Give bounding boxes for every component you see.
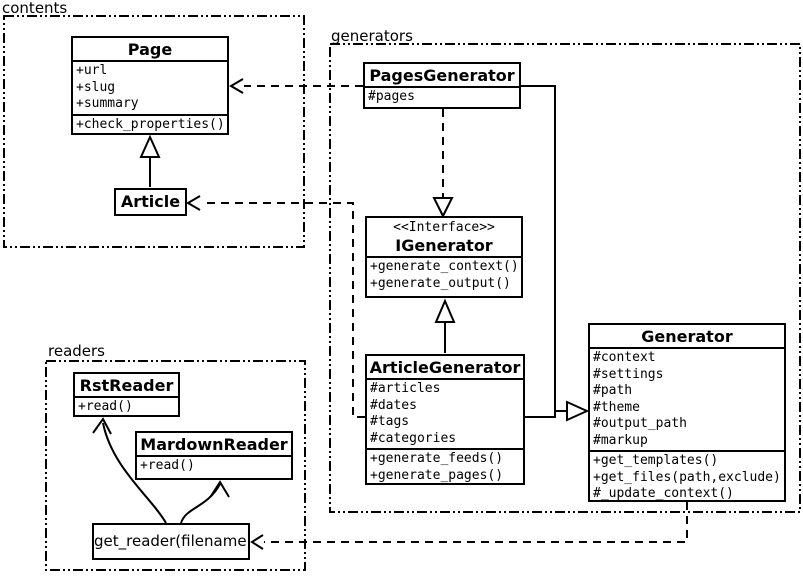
class-title-mardownreader: MardownReader — [137, 433, 291, 457]
method: +read() — [78, 399, 133, 414]
class-attributes-generator: #context #settings #path #theme #output_… — [590, 349, 784, 450]
attribute: #dates — [370, 397, 417, 413]
open-arrowhead-icon — [186, 195, 201, 211]
attribute: #markup — [593, 432, 648, 448]
inheritance-triangle-icon — [434, 298, 456, 323]
class-title-pagesgenerator: PagesGenerator — [365, 64, 519, 88]
attribute: #articles — [370, 381, 441, 396]
attribute: #categories — [370, 430, 457, 446]
inheritance-triangle-icon — [139, 134, 161, 158]
attribute: +slug — [76, 79, 116, 95]
class-page: Page +url +slug +summary +check_properti… — [71, 36, 229, 135]
package-label-generators: generators — [331, 27, 413, 45]
open-arrowhead-icon — [210, 480, 230, 498]
class-rstreader: RstReader +read() — [73, 372, 180, 417]
attribute: #pages — [368, 89, 415, 104]
attribute: #output_path — [593, 416, 687, 431]
call-arrow-getreader-to-mardownreader — [180, 483, 221, 524]
attribute: #theme — [593, 399, 640, 415]
function-label-get-reader: get_reader(filename) — [94, 532, 250, 550]
class-title-rstreader: RstReader — [75, 374, 178, 398]
class-title-article: Article — [120, 192, 181, 211]
method: +get_templates() — [593, 453, 719, 468]
class-methods-rstreader: +read() — [75, 398, 178, 415]
class-methods-page: +check_properties() — [73, 113, 227, 134]
open-arrowhead-icon — [92, 417, 112, 435]
class-pagesgenerator: PagesGenerator #pages — [363, 62, 521, 109]
class-attributes-articlegenerator: #articles #dates #tags #categories — [367, 380, 523, 448]
method: +generate_context() — [370, 259, 519, 274]
package-label-readers: readers — [48, 342, 105, 360]
class-header-igenerator: <<Interface>> IGenerator — [367, 218, 521, 258]
method: +generate_feeds() — [370, 451, 504, 466]
realization-triangle-icon — [432, 197, 454, 219]
method: +generate_pages() — [370, 467, 504, 483]
class-methods-articlegenerator: +generate_feeds() +generate_pages() — [367, 448, 523, 483]
class-title-articlegenerator: ArticleGenerator — [367, 356, 523, 380]
class-title-generator: Generator — [590, 325, 784, 349]
dependency-line-articlegenerator-to-article — [201, 202, 365, 418]
attribute: #tags — [370, 414, 410, 429]
package-label-contents: contents — [2, 0, 68, 17]
class-articlegenerator: ArticleGenerator #articles #dates #tags … — [365, 354, 525, 485]
class-stereotype: <<Interface>> — [393, 220, 495, 235]
inheritance-triangle-icon — [566, 400, 590, 422]
class-attributes-pagesgenerator: #pages — [365, 88, 519, 107]
class-methods-generator: +get_templates() +get_files(path,exclude… — [590, 450, 784, 501]
method: +check_properties() — [76, 116, 225, 132]
class-mardownreader: MardownReader +read() — [135, 431, 293, 480]
class-methods-mardownreader: +read() — [137, 457, 291, 476]
inheritance-line-articlegenerator-to-generator — [525, 411, 556, 418]
attribute: +summary — [76, 96, 139, 111]
class-title-page: Page — [73, 38, 227, 62]
method: +get_files(path,exclude) — [593, 469, 781, 485]
attribute: #path — [593, 383, 633, 398]
open-arrowhead-icon — [250, 534, 264, 550]
class-article: Article — [114, 188, 187, 216]
open-arrowhead-icon — [229, 78, 244, 94]
attribute: +url — [76, 63, 108, 78]
class-methods-igenerator: +generate_context() +generate_output() — [367, 258, 521, 293]
method: +read() — [140, 458, 195, 473]
function-box-get-reader: get_reader(filename) — [92, 523, 250, 560]
method: #_update_context() — [593, 486, 734, 501]
class-generator: Generator #context #settings #path #them… — [588, 323, 786, 502]
dependency-line-generator-to-getreader — [264, 502, 688, 543]
class-title-igenerator: IGenerator — [395, 236, 493, 255]
method: +generate_output() — [370, 275, 511, 291]
inheritance-line-pagesgenerator-to-generator — [521, 85, 567, 412]
class-attributes-page: +url +slug +summary — [73, 62, 227, 114]
attribute: #context — [593, 350, 656, 365]
attribute: #settings — [593, 366, 664, 382]
class-igenerator: <<Interface>> IGenerator +generate_conte… — [365, 216, 523, 298]
